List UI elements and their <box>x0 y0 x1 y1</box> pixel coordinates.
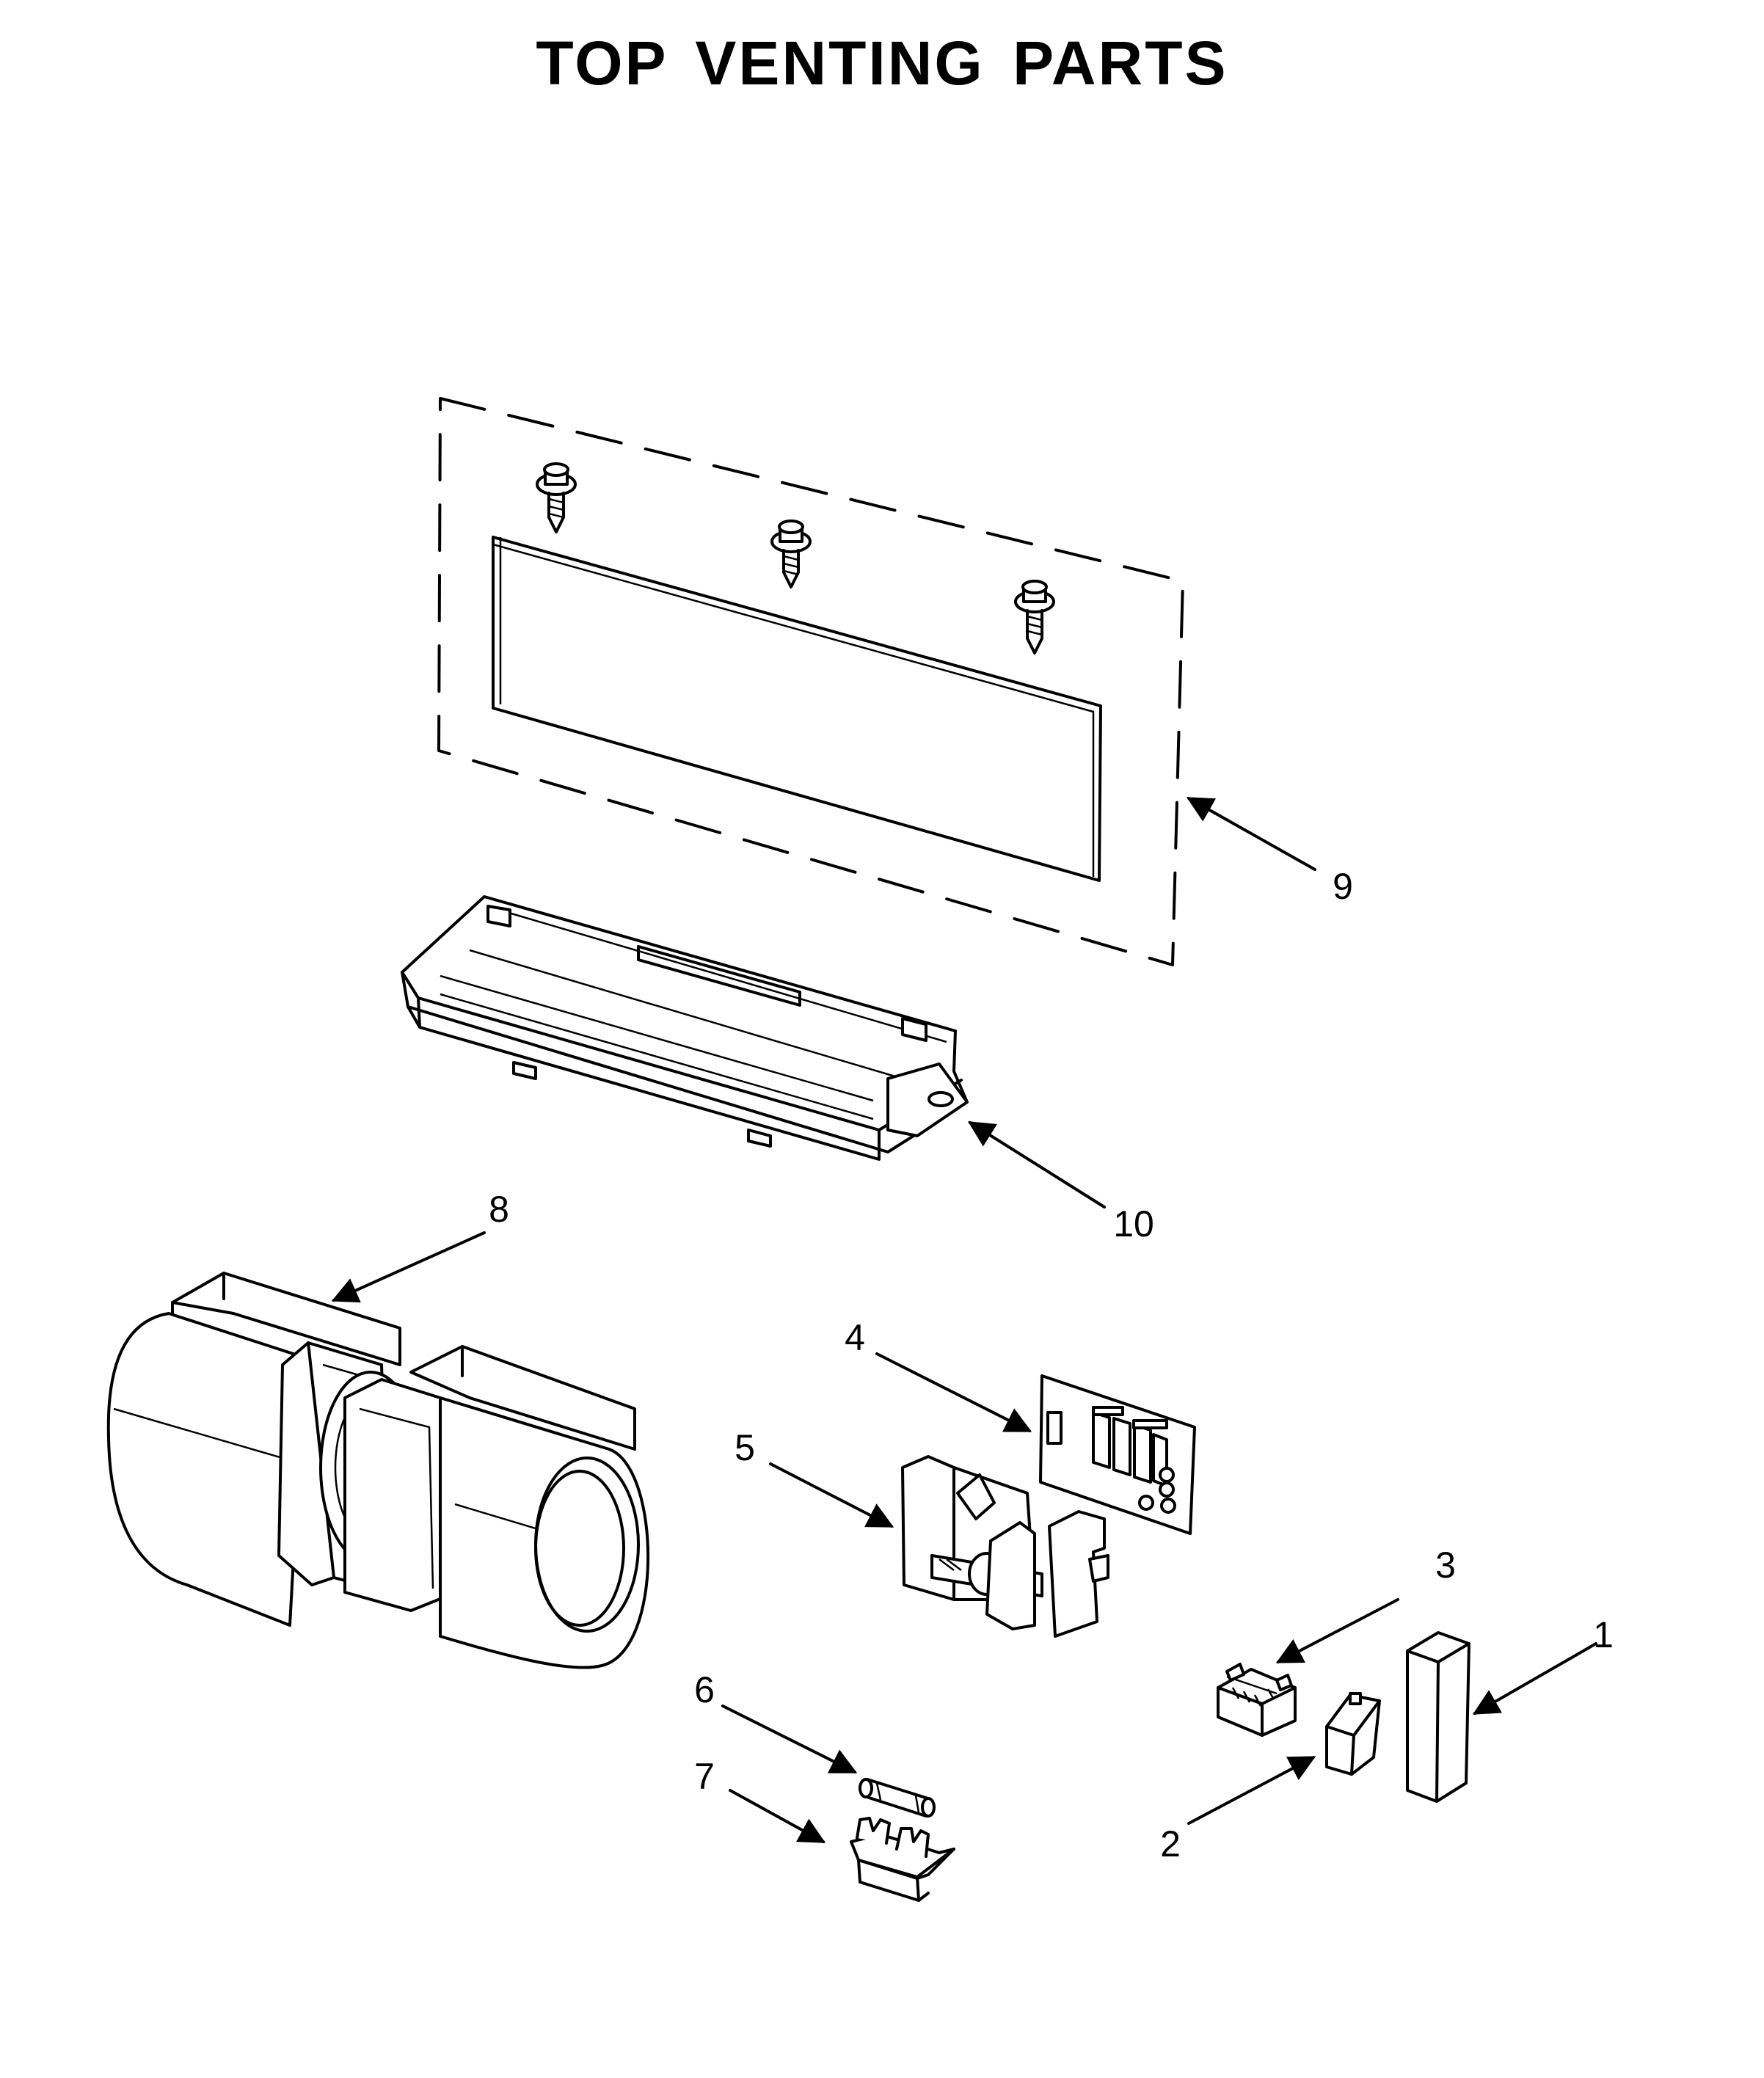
screw-icon <box>770 520 812 588</box>
callout-3: 3 <box>1435 1545 1456 1586</box>
callout-1: 1 <box>1593 1614 1614 1655</box>
callout-7: 7 <box>694 1756 715 1797</box>
callout-4: 4 <box>845 1317 865 1358</box>
damper-housing-icon <box>401 895 969 1161</box>
relay-part-icon <box>1325 1692 1381 1776</box>
callout-8: 8 <box>489 1189 509 1230</box>
vent-plate-kit-icon <box>437 397 1184 966</box>
bracket-assembly-icon <box>901 1455 1109 1638</box>
fuse-holder-icon <box>850 1817 955 1902</box>
connector-part-icon <box>1217 1663 1297 1737</box>
callout-2: 2 <box>1160 1823 1181 1864</box>
callout-6: 6 <box>694 1669 715 1710</box>
callout-9: 9 <box>1333 866 1353 907</box>
fuse-icon <box>859 1778 936 1818</box>
screw-icon <box>1014 580 1055 655</box>
callout-5: 5 <box>735 1427 755 1468</box>
blower-motor-icon <box>106 1272 650 1669</box>
circuit-board-icon <box>1039 1374 1196 1535</box>
page-title: TOP VENTING PARTS <box>536 29 1228 98</box>
callout-10: 10 <box>1113 1203 1154 1244</box>
screw-icon <box>536 462 577 533</box>
block-part-icon <box>1406 1631 1470 1803</box>
leader-lines <box>331 797 1597 1843</box>
